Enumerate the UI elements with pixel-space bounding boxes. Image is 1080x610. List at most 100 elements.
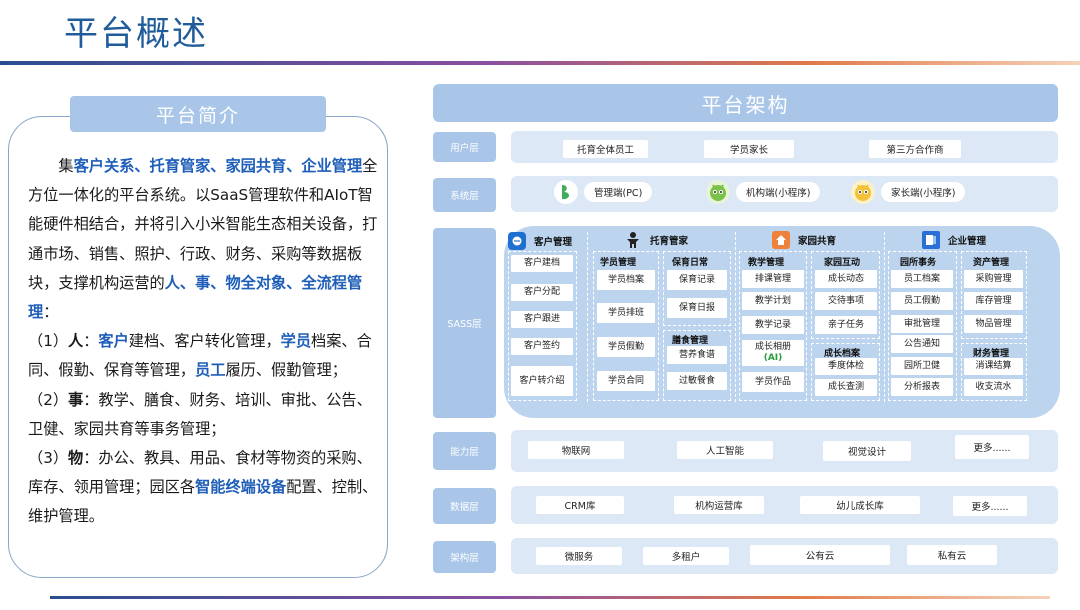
sub-title: 家园互动 — [824, 258, 861, 268]
ai-badge: (AI) — [763, 353, 783, 363]
layer-label-framework: 架构层 — [433, 541, 496, 573]
capability-chip: 视觉设计 — [823, 441, 911, 461]
intro-text-span: 配置、控制、维护管理。 — [28, 478, 378, 526]
affairs-item: 员工假勤 — [891, 292, 953, 310]
page-title: 平台概述 — [64, 14, 208, 54]
framework-chip: 多租户 — [643, 547, 729, 565]
intro-highlight: 客户关系、托育管家、家园共育、企业管理 — [73, 157, 363, 175]
sub-title: 财务管理 — [973, 349, 1010, 359]
meal-item: 营养食谱 — [667, 346, 727, 364]
affairs-item: 员工档案 — [891, 270, 953, 288]
growth-item: 季度体检 — [815, 358, 877, 375]
customer-item: 客户签约 — [511, 338, 573, 355]
title-divider — [0, 61, 1080, 65]
intro-bold: 事 — [68, 390, 84, 409]
sub-title: 膳食管理 — [672, 336, 709, 346]
intro-text-span: （1） — [28, 332, 69, 351]
finance-item: 消课结算 — [964, 358, 1023, 375]
intro-highlight: 智能终端设备 — [195, 478, 287, 497]
user-chip: 学员家长 — [704, 140, 794, 158]
student-item: 学员档案 — [597, 270, 655, 290]
finance-item: 收支流水 — [964, 379, 1023, 396]
sass-col-title: 企业管理 — [948, 236, 987, 247]
intro-paragraph-2: （1）人：客户建档、客户转化管理，学员档案、合同、假勤、保育等管理，员工履历、假… — [28, 327, 378, 385]
affairs-item: 公告通知 — [891, 335, 953, 353]
system-label: 管理端(PC) — [584, 182, 653, 202]
sass-col-customer: 客户管理 — [508, 232, 572, 250]
asset-item: 物品管理 — [964, 315, 1023, 333]
affairs-item: 园所卫健 — [891, 357, 953, 375]
customer-item: 客户转介绍 — [511, 366, 573, 396]
intro-bold: 人 — [68, 332, 84, 351]
arch-title: 平台架构 — [433, 84, 1058, 122]
intro-paragraph-4: （3）物：办公、教具、用品、食材等物资的采购、库存、领用管理；园区各智能终端设备… — [28, 444, 378, 532]
care-item: 保育记录 — [667, 270, 727, 290]
teach-item-ai: 成长相册 (AI) — [742, 340, 804, 366]
interact-item: 成长动态 — [815, 270, 877, 288]
teach-item: 教学计划 — [742, 292, 804, 310]
capability-chip: 物联网 — [528, 441, 624, 459]
intro-text-span: （2） — [28, 390, 69, 409]
pc-logo-icon — [554, 180, 578, 204]
care-item: 保育日报 — [667, 298, 727, 318]
framework-chip: 公有云 — [750, 545, 890, 565]
intro-text-span: （3） — [28, 449, 69, 468]
asset-group — [961, 251, 1027, 339]
chat-icon — [508, 232, 526, 250]
customer-item: 客户跟进 — [511, 311, 573, 328]
sub-title: 保育日常 — [672, 258, 709, 268]
system-org: 机构端(小程序) — [706, 180, 821, 204]
asset-item: 库存管理 — [964, 292, 1023, 310]
sub-title: 教学管理 — [748, 258, 785, 268]
student-item: 学员假勤 — [597, 337, 655, 357]
intro-text-span: 建档、客户转化管理， — [128, 332, 281, 351]
intro-text-span: ：办公、教具、用品、食材等物资的采购、库存、领用管理；园区各 — [28, 449, 372, 497]
intro-panel — [8, 116, 388, 578]
system-parent: 家长端(小程序) — [851, 180, 966, 204]
growth-item: 成长查测 — [815, 379, 877, 396]
affairs-item: 分析报表 — [891, 378, 953, 396]
customer-item: 客户分配 — [511, 284, 573, 301]
layer-label-user: 用户层 — [433, 132, 496, 162]
sub-title: 园所事务 — [900, 258, 937, 268]
intro-text-span: ： — [83, 332, 99, 351]
interact-item: 亲子任务 — [815, 316, 877, 334]
intro-highlight: 客户 — [98, 332, 129, 351]
mascot-yellow-icon — [851, 180, 875, 204]
growth-group — [811, 343, 880, 401]
sass-col-title: 客户管理 — [534, 237, 573, 248]
person-icon — [624, 231, 642, 249]
student-item: 学员排班 — [597, 303, 655, 323]
capability-chip: 更多...... — [955, 435, 1029, 459]
intro-highlight: 人、事、物全对象、全流程管理 — [28, 273, 363, 322]
framework-chip: 微服务 — [536, 547, 622, 565]
intro-bold: 物 — [68, 449, 84, 468]
sass-col-nursery: 托育管家 — [624, 231, 688, 249]
student-group — [593, 251, 659, 401]
intro-text-span: 履历、假勤管理； — [225, 361, 347, 380]
layer-label-capability: 能力层 — [433, 432, 496, 470]
data-chip: 更多...... — [953, 496, 1027, 516]
layer-label-system: 系统层 — [433, 178, 496, 212]
sass-col-home: 家园共育 — [772, 231, 836, 249]
intro-text-span: ：教学、膳食、财务、培训、审批、公告、卫健、家园共育等事务管理； — [28, 390, 372, 438]
capability-chip: 人工智能 — [677, 441, 773, 459]
teach-item: 教学记录 — [742, 316, 804, 334]
meal-item: 过敏餐食 — [667, 372, 727, 390]
mascot-green-icon — [706, 180, 730, 204]
intro-tab: 平台简介 — [70, 96, 326, 132]
intro-text-span: 全方位一体化的平台系统。以SaaS管理软件和AIoT智能硬件相结合，并将引入小米… — [28, 157, 378, 292]
document-icon — [922, 231, 940, 249]
column-divider — [587, 232, 588, 402]
sass-col-title: 家园共育 — [798, 236, 837, 247]
system-label: 机构端(小程序) — [736, 182, 821, 202]
affairs-item: 审批管理 — [891, 315, 953, 333]
system-pc: 管理端(PC) — [554, 180, 653, 204]
finance-group — [961, 343, 1027, 401]
student-item: 学员合同 — [597, 371, 655, 391]
intro-highlight: 员工 — [195, 361, 226, 380]
sass-col-enterprise: 企业管理 — [922, 231, 986, 249]
sass-col-title: 托育管家 — [650, 236, 689, 247]
care-group — [663, 251, 731, 326]
intro-highlight: 学员 — [280, 332, 312, 351]
